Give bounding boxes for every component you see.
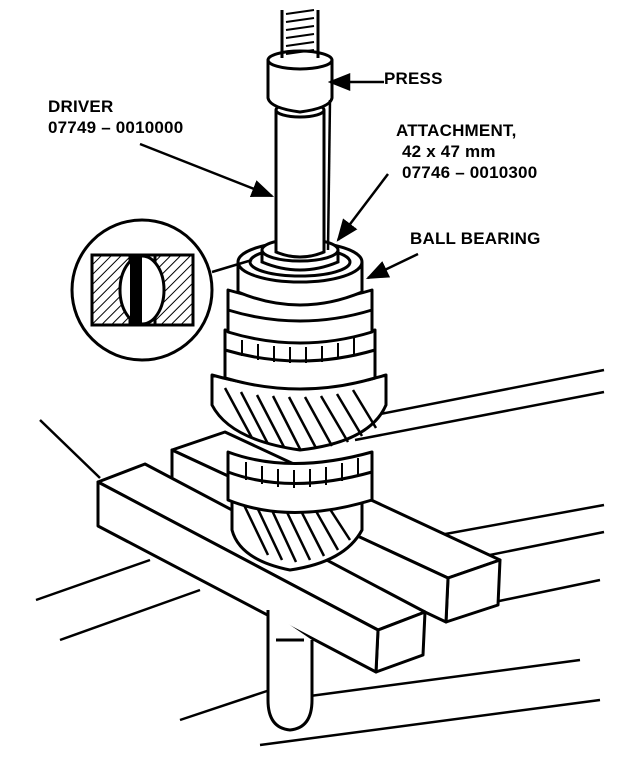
- driver-shaft: [266, 49, 334, 259]
- driver-label: DRIVER 07749 – 0010000: [48, 96, 183, 138]
- attachment-size: 42 x 47 mm: [402, 142, 496, 161]
- gear-stack: [210, 288, 388, 572]
- attachment-label: ATTACHMENT, 42 x 47 mm 07746 – 0010300: [396, 120, 537, 183]
- attachment-arrow: [336, 173, 389, 242]
- attachment-name: ATTACHMENT,: [396, 121, 517, 140]
- driver-arrow: [139, 142, 275, 198]
- attachment-part-number: 07746 – 0010300: [402, 163, 538, 182]
- press-ram: [280, 9, 320, 58]
- ball-bearing-label: BALL BEARING: [410, 229, 541, 248]
- ball-bearing-arrow: [365, 252, 419, 280]
- press-label: PRESS: [384, 69, 443, 88]
- driver-part-number: 07749 – 0010000: [48, 118, 184, 137]
- output-shaft: [266, 610, 314, 732]
- bearing-detail-inset: [70, 218, 253, 362]
- leader-lines: [139, 73, 419, 280]
- driver-name: DRIVER: [48, 97, 114, 116]
